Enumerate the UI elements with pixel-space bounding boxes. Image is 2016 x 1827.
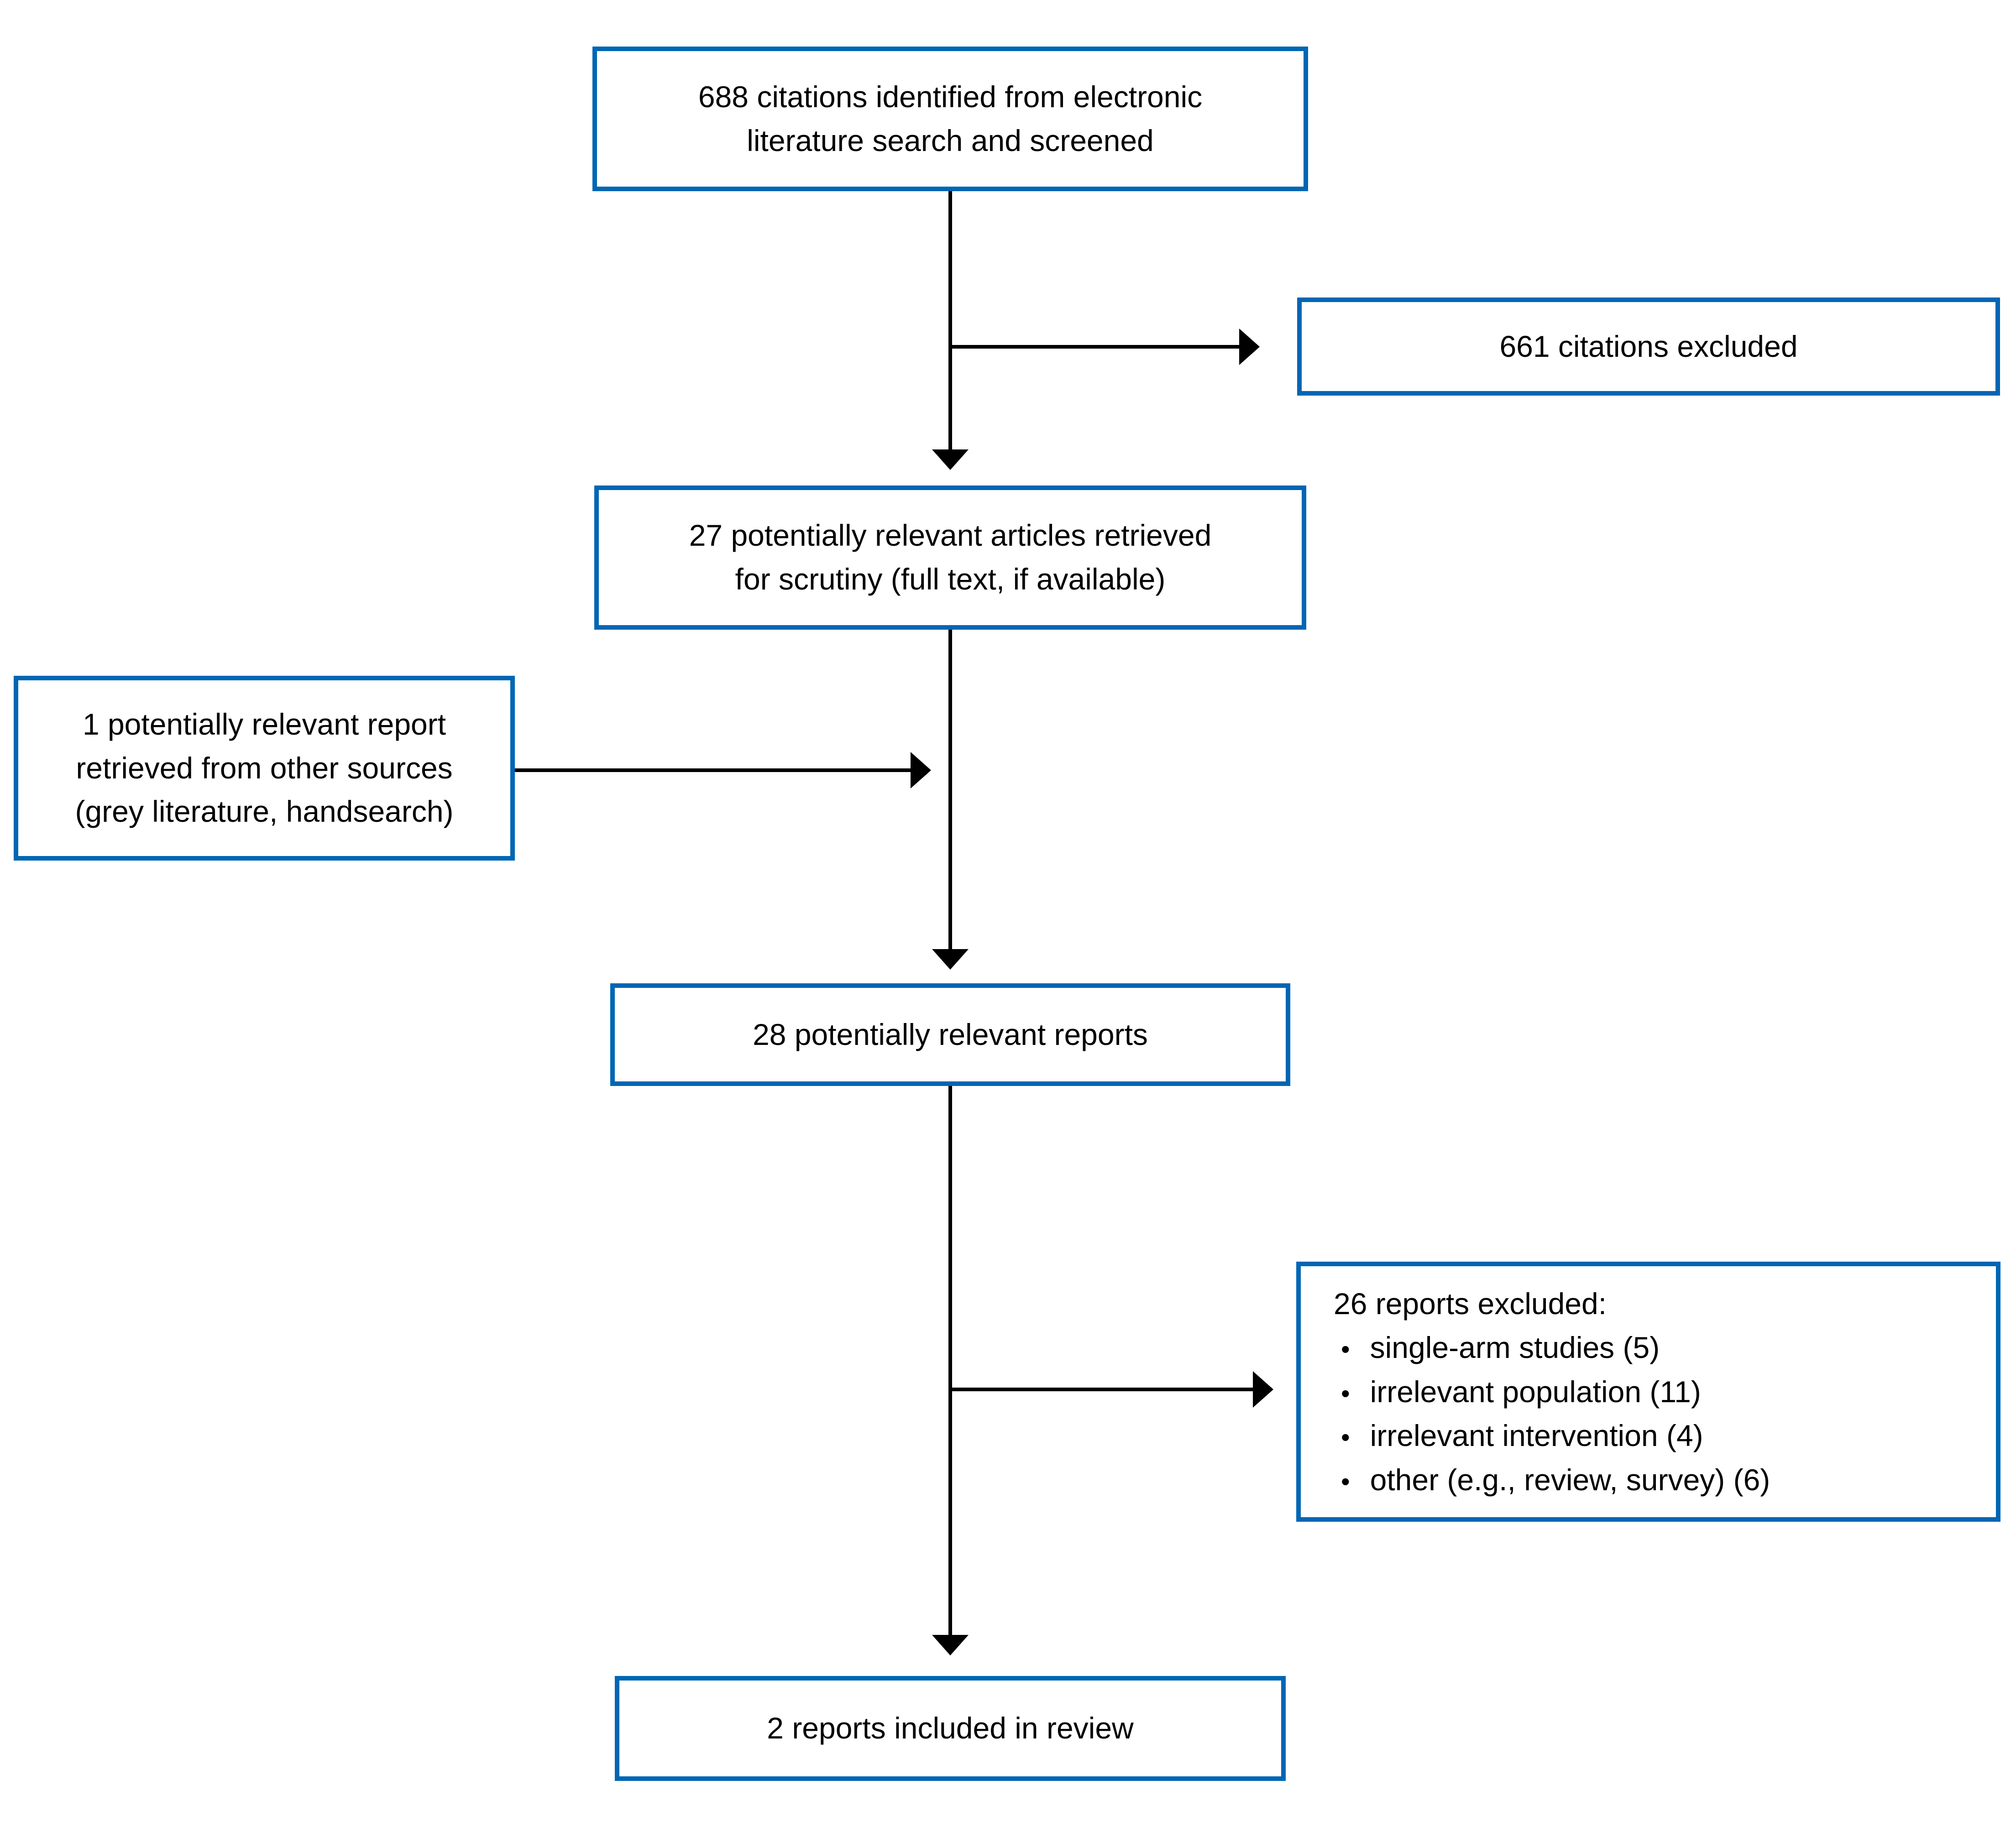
flow-line-branch-to-citations-excluded xyxy=(950,345,1239,349)
box-articles-retrieved: 27 potentially relevant articles retriev… xyxy=(594,485,1306,630)
box-text-line: 2 reports included in review xyxy=(767,1711,1134,1745)
flow-line-retrieved-to-combined xyxy=(948,630,952,949)
box-text-line: (grey literature, handsearch) xyxy=(75,794,454,829)
exclusion-reason-item: • single-arm studies (5) xyxy=(1341,1326,1660,1369)
exclusion-reason-text: irrelevant intervention (4) xyxy=(1370,1419,1703,1453)
exclusion-reason-text: irrelevant population (11) xyxy=(1370,1374,1701,1409)
exclusion-reason-item: • irrelevant intervention (4) xyxy=(1341,1414,1703,1457)
arrowhead-down-icon xyxy=(932,449,969,470)
box-text-line: 661 citations excluded xyxy=(1499,329,1798,363)
arrowhead-down-icon xyxy=(932,949,969,970)
arrowhead-right-icon xyxy=(1239,329,1260,365)
flow-line-other-sources-to-main xyxy=(515,768,911,772)
box-text-line: 27 potentially relevant articles retriev… xyxy=(689,518,1212,553)
box-reports-excluded: 26 reports excluded: • single-arm studie… xyxy=(1296,1262,2000,1522)
bullet-icon: • xyxy=(1341,1467,1350,1496)
arrowhead-down-icon xyxy=(932,1635,969,1655)
bullet-icon: • xyxy=(1341,1335,1350,1364)
flow-line-branch-to-reports-excluded xyxy=(950,1388,1253,1391)
exclusion-title: 26 reports excluded: xyxy=(1334,1287,1607,1321)
box-text-line: retrieved from other sources xyxy=(76,751,453,785)
box-citations-excluded: 661 citations excluded xyxy=(1297,298,2000,396)
flow-line-identified-to-retrieved xyxy=(948,191,952,449)
box-reports-included: 2 reports included in review xyxy=(615,1676,1286,1781)
arrowhead-right-icon xyxy=(1253,1371,1273,1408)
box-text-line: 1 potentially relevant report xyxy=(82,707,446,741)
box-text-line: 688 citations identified from electronic xyxy=(698,79,1203,114)
box-potentially-relevant-reports: 28 potentially relevant reports xyxy=(610,983,1290,1086)
box-citations-identified: 688 citations identified from electronic… xyxy=(592,47,1308,191)
arrowhead-right-icon xyxy=(911,752,931,788)
exclusion-reason-text: single-arm studies (5) xyxy=(1370,1331,1660,1365)
exclusion-reason-text: other (e.g., review, survey) (6) xyxy=(1370,1462,1770,1497)
box-text-line: 28 potentially relevant reports xyxy=(753,1017,1148,1051)
flow-line-combined-to-included xyxy=(948,1086,952,1635)
bullet-icon: • xyxy=(1341,1378,1350,1408)
box-text-line: for scrutiny (full text, if available) xyxy=(735,562,1166,596)
exclusion-reason-item: • other (e.g., review, survey) (6) xyxy=(1341,1458,1770,1502)
box-report-other-sources: 1 potentially relevant report retrieved … xyxy=(14,676,515,861)
box-text-line: literature search and screened xyxy=(747,123,1154,157)
exclusion-reason-item: • irrelevant population (11) xyxy=(1341,1370,1701,1414)
bullet-icon: • xyxy=(1341,1423,1350,1452)
